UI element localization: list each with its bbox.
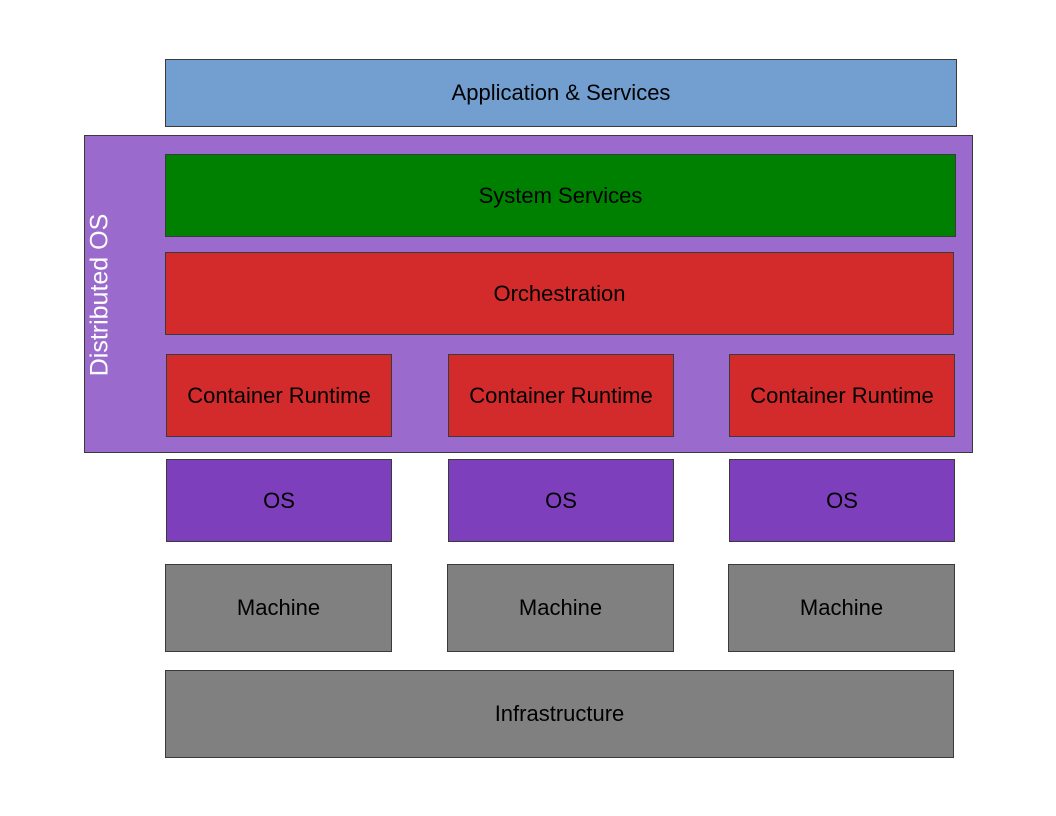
os-label: OS xyxy=(545,487,577,513)
container-runtime-3: Container Runtime xyxy=(729,354,955,437)
machine-label: Machine xyxy=(236,595,321,620)
container-runtime-label: Container Runtime xyxy=(187,382,371,408)
container-runtime-1: Container Runtime xyxy=(166,354,392,437)
machine-label: Machine xyxy=(518,595,603,620)
os-node-2: OS xyxy=(448,459,674,542)
container-runtime-label: Container Runtime xyxy=(469,382,653,408)
machine-2: Machine xyxy=(447,564,674,652)
distributed-os-label: Distributed OS xyxy=(85,213,114,377)
orchestration-label: Orchestration xyxy=(493,280,626,306)
machine-label: Machine xyxy=(799,595,884,620)
container-runtime-label: Container Runtime xyxy=(750,382,934,408)
os-node-1: OS xyxy=(166,459,392,542)
os-label: OS xyxy=(826,487,858,513)
system-services-layer: System Services xyxy=(165,154,956,237)
system-services-label: System Services xyxy=(478,182,643,208)
application-services-label: Application & Services xyxy=(451,80,671,105)
machine-1: Machine xyxy=(165,564,392,652)
os-node-3: OS xyxy=(729,459,955,542)
machine-3: Machine xyxy=(728,564,955,652)
infrastructure-layer: Infrastructure xyxy=(165,670,954,758)
container-runtime-2: Container Runtime xyxy=(448,354,674,437)
os-label: OS xyxy=(263,487,295,513)
application-services-layer: Application & Services xyxy=(165,59,957,127)
orchestration-layer: Orchestration xyxy=(165,252,954,335)
infrastructure-label: Infrastructure xyxy=(494,701,625,726)
